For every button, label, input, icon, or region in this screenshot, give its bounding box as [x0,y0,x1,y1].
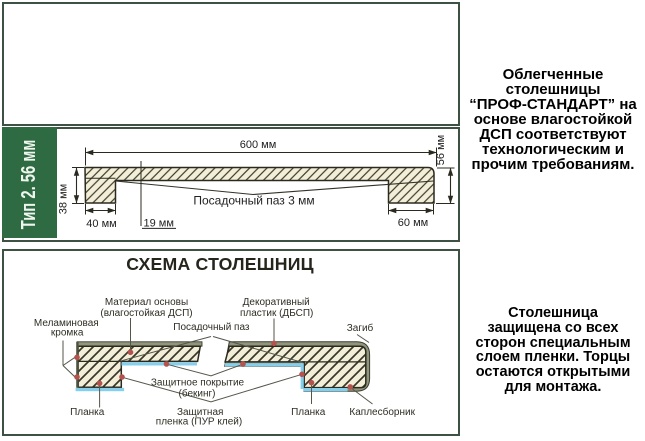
svg-text:60 мм: 60 мм [398,217,428,229]
svg-text:Каплесборник: Каплесборник [349,406,415,418]
svg-text:Посадочный паз 3 мм: Посадочный паз 3 мм [193,194,314,208]
svg-text:(бекинг): (бекинг) [179,388,216,400]
svg-text:пленка (ПУР клей): пленка (ПУР клей) [156,417,242,428]
svg-text:Декоративный: Декоративный [243,297,310,308]
svg-text:40 мм: 40 мм [86,218,116,230]
svg-text:Меламиновая: Меламиновая [34,318,99,329]
svg-text:пластик (ДБСП): пластик (ДБСП) [240,308,313,319]
svg-text:Планка: Планка [291,407,326,418]
svg-text:Планка: Планка [70,407,105,418]
svg-text:(влагостойкая ДСП): (влагостойкая ДСП) [100,308,192,319]
svg-text:19 мм: 19 мм [144,218,174,230]
svg-text:38 мм: 38 мм [58,184,70,214]
svg-text:Посадочный паз: Посадочный паз [173,322,250,333]
svg-text:Загиб: Загиб [347,322,374,334]
svg-text:Материал основы: Материал основы [105,297,188,308]
svg-text:56 мм: 56 мм [435,135,447,165]
svg-text:600 мм: 600 мм [240,139,277,151]
svg-text:Защитное покрытие: Защитное покрытие [151,378,245,389]
svg-text:Защитная: Защитная [177,407,224,418]
svg-text:кромка: кромка [51,328,84,339]
